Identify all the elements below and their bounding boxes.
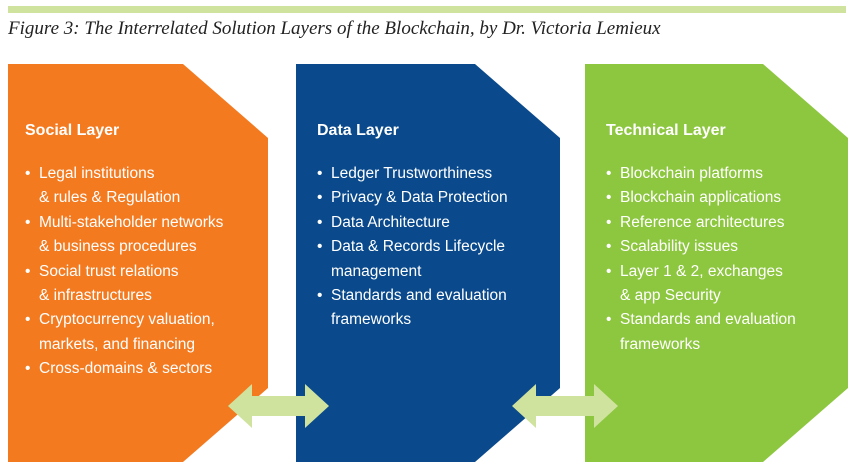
- figure-title: Figure 3: The Interrelated Solution Laye…: [8, 18, 661, 39]
- list-item: & rules & Regulation: [39, 189, 181, 207]
- social-layer: Social Layer Legal institutions & rules …: [25, 122, 223, 382]
- list-item: Multi-stakeholder networks: [25, 211, 223, 236]
- list-item: Cross-domains & sectors: [25, 357, 223, 382]
- top-rule: [8, 6, 846, 13]
- list-item: Social trust relations: [25, 260, 223, 285]
- list-item: Standards and evaluation: [606, 308, 796, 333]
- data-layer-list: Ledger Trustworthiness Privacy & Data Pr…: [317, 162, 508, 333]
- list-item: Layer 1 & 2, exchanges: [606, 260, 796, 285]
- list-item: markets, and financing: [39, 335, 195, 353]
- list-item: Legal institutions: [25, 162, 223, 187]
- list-item: Ledger Trustworthiness: [317, 162, 508, 187]
- list-item: Cryptocurrency valuation,: [25, 308, 223, 333]
- data-layer: Data Layer Ledger Trustworthiness Privac…: [317, 122, 508, 333]
- list-item: Scalability issues: [606, 235, 796, 260]
- social-data-connector-arrow: [228, 384, 329, 428]
- list-item: Blockchain applications: [606, 186, 796, 211]
- list-item: Reference architectures: [606, 211, 796, 236]
- list-item: Standards and evaluation: [317, 284, 508, 309]
- list-item: Data & Records Lifecycle: [317, 235, 508, 260]
- list-item: Privacy & Data Protection: [317, 186, 508, 211]
- list-item: management: [331, 262, 422, 280]
- list-item: Blockchain platforms: [606, 162, 796, 187]
- social-layer-list: Legal institutions & rules & Regulation …: [25, 162, 223, 382]
- list-item: & infrastructures: [39, 287, 152, 305]
- technical-layer: Technical Layer Blockchain platforms Blo…: [606, 122, 796, 357]
- data-layer-title: Data Layer: [317, 122, 399, 139]
- list-item: frameworks: [620, 335, 701, 353]
- list-item: & app Security: [620, 287, 721, 305]
- technical-layer-list: Blockchain platforms Blockchain applicat…: [606, 162, 796, 357]
- list-item: Data Architecture: [317, 211, 508, 236]
- social-layer-title: Social Layer: [25, 122, 120, 139]
- technical-layer-title: Technical Layer: [606, 122, 726, 139]
- data-technical-connector-arrow: [512, 384, 618, 428]
- list-item: frameworks: [331, 311, 412, 329]
- list-item: & business procedures: [39, 238, 197, 256]
